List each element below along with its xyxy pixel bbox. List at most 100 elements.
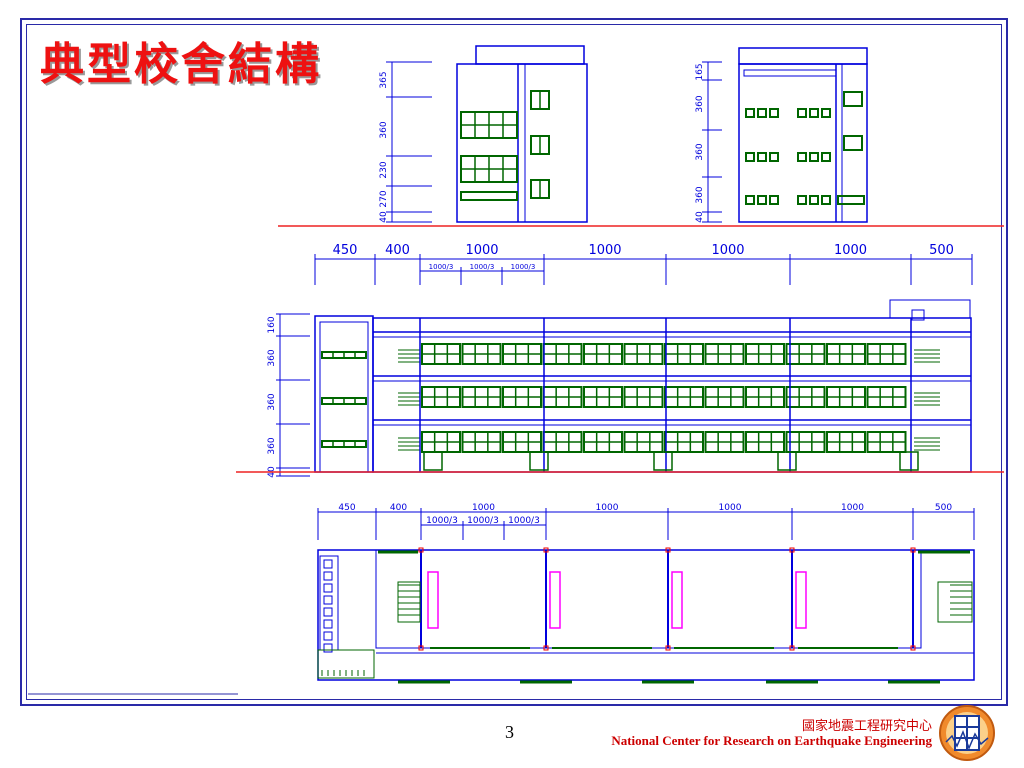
side-elevation-right: 165 360 360 360 40 [590, 47, 1004, 227]
window-small [797, 195, 807, 205]
dim-label: 270 [379, 190, 389, 207]
organization-name-zh: 國家地震工程研究中心 [801, 719, 932, 734]
dim-label: 40 [379, 211, 389, 223]
dim-label: 360 [267, 349, 277, 366]
dim-label: 400 [385, 243, 410, 258]
window-small [821, 152, 831, 162]
window-small [821, 108, 831, 118]
dim-label: 360 [267, 437, 277, 454]
toilet-stall [323, 643, 333, 653]
column-marker [910, 547, 916, 553]
window-small [797, 152, 807, 162]
roof-parapet [475, 45, 585, 65]
door [653, 451, 673, 471]
column-marker [665, 547, 671, 553]
door [777, 451, 797, 471]
ncree-logo-icon [939, 705, 995, 761]
dim-label: 230 [379, 161, 389, 178]
blackboard [427, 571, 439, 629]
dim-label: 1000 [465, 243, 498, 258]
dim-label: 1000 [719, 503, 742, 513]
dim-label: 1000/3 [429, 263, 454, 271]
window-small [809, 108, 819, 118]
toilet-stall [323, 595, 333, 605]
dim-label: 165 [695, 63, 705, 80]
toilet-stall [323, 571, 333, 581]
dim-label: 360 [267, 393, 277, 410]
toilet-stall [323, 583, 333, 593]
blackboard [671, 571, 683, 629]
page-number: 3 [505, 722, 514, 742]
roof-hatch [911, 309, 925, 321]
dim-label: 1000/3 [508, 516, 540, 526]
window-strip [460, 191, 518, 201]
classroom-row [375, 549, 922, 649]
toilet-stall [323, 559, 333, 569]
dim-label: 1000 [588, 243, 621, 258]
slide-frame-inner [26, 24, 1002, 700]
organization-name-en: National Center for Research on Earthqua… [611, 733, 932, 748]
dim-label: 360 [379, 121, 389, 138]
dim-label: 1000/3 [511, 263, 536, 271]
window-small [745, 195, 755, 205]
blackboard [549, 571, 561, 629]
dim-label: 1000 [711, 243, 744, 258]
window-square [843, 135, 863, 151]
column-marker [543, 645, 549, 651]
dim-label: 360 [695, 143, 705, 160]
window-small [809, 152, 819, 162]
window-square [843, 91, 863, 107]
stairwell [397, 581, 421, 623]
dim-label: 500 [929, 243, 954, 258]
dim-label: 450 [338, 503, 355, 513]
dim-label: 160 [267, 316, 277, 333]
toilet-stall [323, 631, 333, 641]
stair-landing [317, 649, 375, 679]
roof-parapet [738, 47, 868, 65]
dim-label: 40 [695, 211, 705, 223]
dim-label: 1000 [472, 503, 495, 513]
window-small [769, 108, 779, 118]
side-elevation-left: 365 360 230 270 40 [278, 45, 590, 227]
toilet-block [319, 555, 339, 651]
roof-penthouse [889, 299, 971, 319]
column-marker [910, 645, 916, 651]
dim-label: 360 [695, 186, 705, 203]
window-small [769, 195, 779, 205]
roof-eave [743, 69, 837, 77]
window-small [809, 195, 819, 205]
window-small [837, 195, 865, 205]
dim-label: 365 [379, 71, 389, 88]
column-marker [789, 547, 795, 553]
column-marker [543, 547, 549, 553]
building-outline [456, 63, 588, 223]
window-small [769, 152, 779, 162]
toilet-stall [323, 619, 333, 629]
door [899, 451, 919, 471]
blackboard [795, 571, 807, 629]
dim-label: 450 [333, 243, 358, 258]
dim-label: 400 [390, 503, 407, 513]
stair-tower [314, 315, 374, 473]
toilet-stall [323, 607, 333, 617]
window-small [745, 152, 755, 162]
door [529, 451, 549, 471]
dim-label: 500 [935, 503, 952, 513]
dim-label: 1000 [834, 243, 867, 258]
stairwell [937, 581, 973, 623]
window-small [745, 108, 755, 118]
dim-label: 1000/3 [426, 516, 458, 526]
slide-title: 典型校舍結構 [40, 39, 322, 90]
window-small [757, 152, 767, 162]
door [423, 451, 443, 471]
dim-label: 360 [695, 95, 705, 112]
window-small [757, 108, 767, 118]
column-marker [665, 645, 671, 651]
column-marker [789, 645, 795, 651]
window-small [797, 108, 807, 118]
slide-frame-outer [20, 18, 1008, 706]
dim-label: 1000/3 [467, 516, 499, 526]
